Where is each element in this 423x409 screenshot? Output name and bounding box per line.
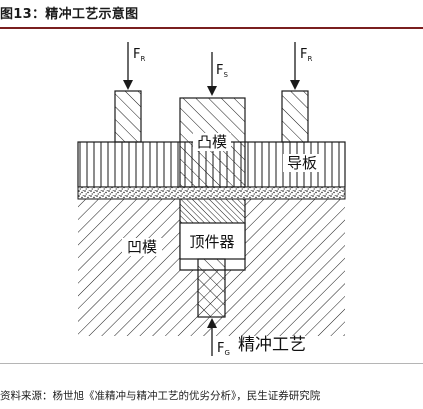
force-arrow-right: FR (290, 42, 312, 90)
source-divider (0, 363, 423, 364)
die-label: 凹模 (127, 238, 157, 256)
process-label: 精冲工艺 (238, 335, 306, 355)
force-label-punch: F (216, 63, 223, 78)
svg-text:FG: FG (217, 341, 230, 357)
fine-blanking-diagram: 凸模 导板 凹模 顶件器 精冲工艺 FR FR FS FG (77, 42, 346, 357)
punch (179, 97, 246, 188)
force-sub-left: R (140, 55, 145, 63)
blanked-part (179, 198, 246, 224)
source-note: 资料来源：杨世旭《准精冲与精冲工艺的优劣分析》，民生证券研究院 (0, 390, 321, 402)
svg-text:FR: FR (133, 47, 145, 63)
force-arrow-counter: FG (207, 318, 230, 357)
guide-plate-label: 导板 (287, 154, 317, 172)
figure-title: 图13：精冲工艺示意图 (0, 7, 139, 22)
force-label-counter: F (217, 341, 224, 356)
sheet-material (77, 186, 346, 200)
svg-text:FR: FR (300, 47, 312, 63)
ejector (179, 222, 246, 318)
force-sub-punch: S (223, 71, 228, 79)
title-divider (0, 27, 423, 29)
force-label-left: F (133, 47, 140, 62)
force-sub-right: R (307, 55, 312, 63)
force-label-right: F (300, 47, 307, 62)
force-arrow-punch: FS (207, 52, 228, 96)
blank-holder-left (114, 90, 142, 143)
blank-holder-right (281, 90, 309, 143)
force-sub-counter: G (224, 349, 229, 357)
svg-text:FS: FS (216, 63, 228, 79)
punch-label: 凸模 (197, 133, 227, 151)
ejector-label: 顶件器 (189, 233, 234, 251)
force-arrow-left: FR (123, 42, 145, 90)
